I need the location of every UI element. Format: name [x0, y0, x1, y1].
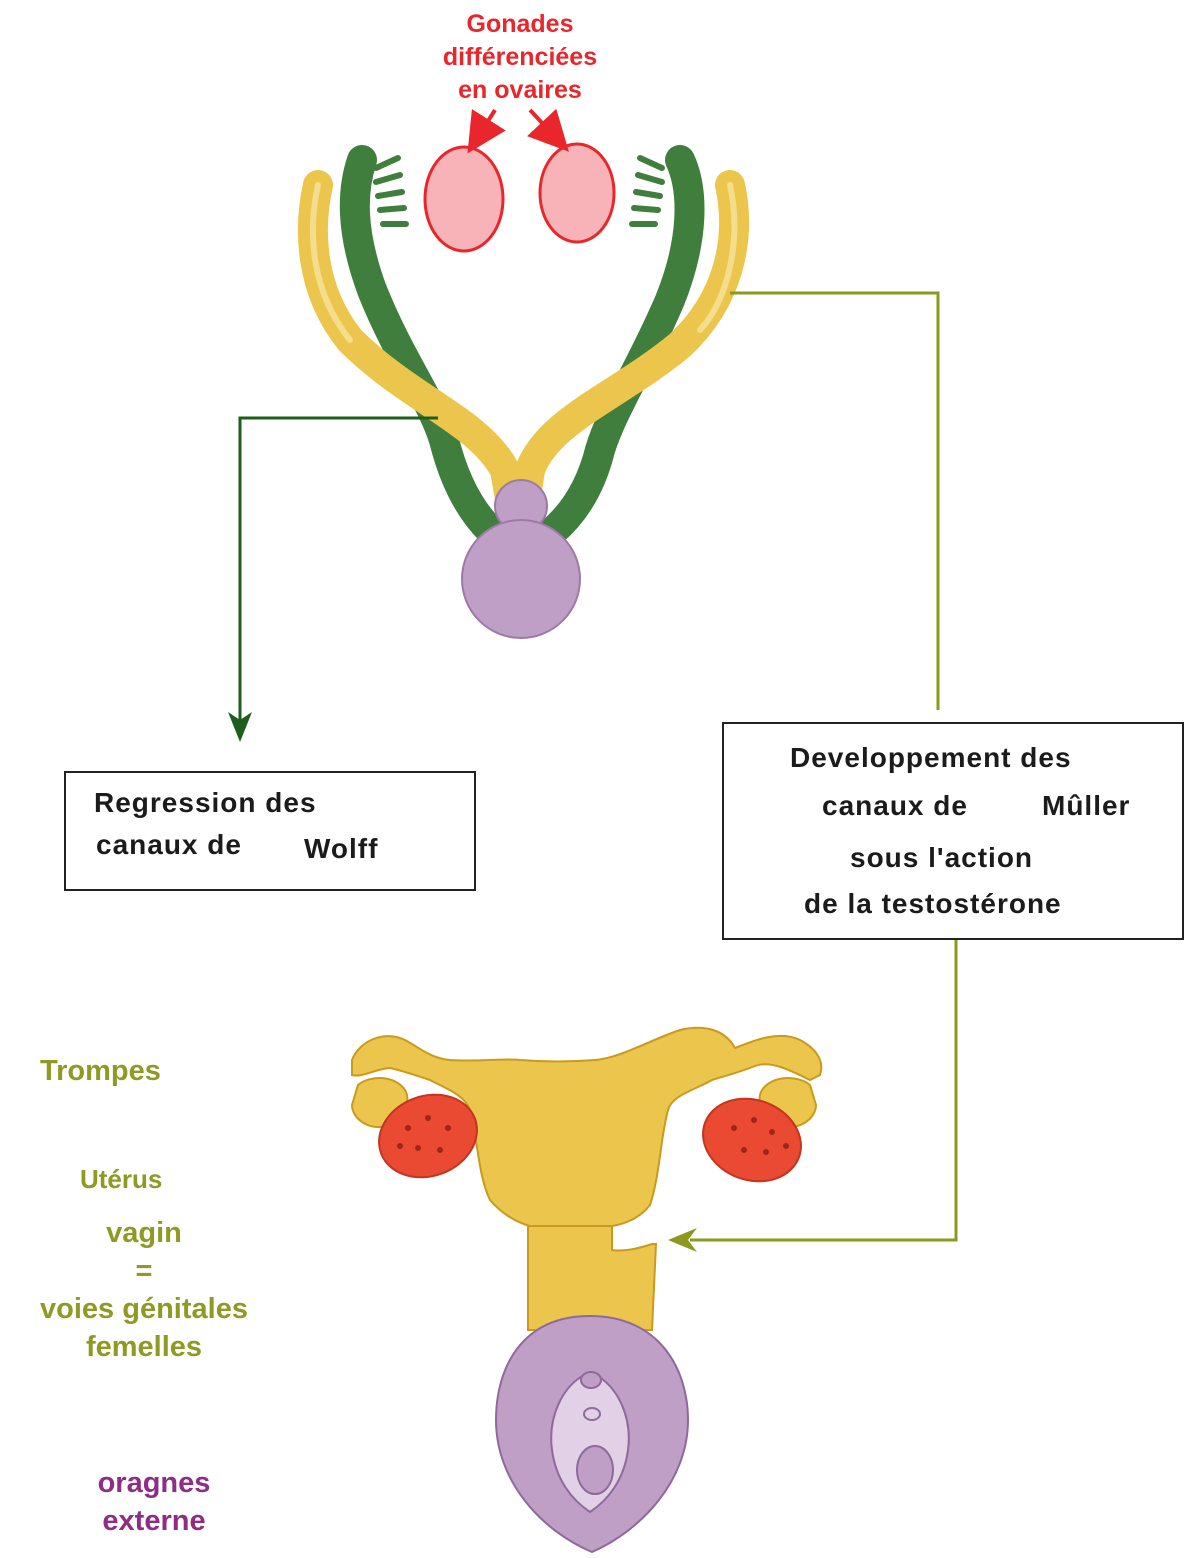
mullerian-ducts	[313, 185, 734, 510]
gonads-label: Gonades différenciées en ovaires	[420, 8, 620, 107]
gonads-label-line-2: différenciées	[420, 41, 620, 74]
uterus-label: Utérus	[80, 1160, 162, 1198]
muller-box-line-2a: canaux de	[822, 790, 968, 822]
gonads-label-line-1: Gonades	[420, 8, 620, 41]
muller-development-box: Developpement des canaux de Mûller sous …	[722, 722, 1184, 940]
muller-box-line-3: sous l'action	[850, 842, 1033, 874]
muller-box-line-4: de la testostérone	[804, 888, 1062, 920]
external-organs-line-1: oragnes	[60, 1464, 248, 1502]
muller-development-connector	[730, 293, 938, 710]
gonad-pointer-arrows	[476, 110, 558, 140]
muller-box-line-1: Developpement des	[790, 742, 1072, 774]
external-organs-label: oragnes externe	[60, 1464, 248, 1540]
vagin-label-line-3: voies génitales	[6, 1290, 282, 1328]
vagin-label: vagin = voies génitales femelles	[6, 1214, 282, 1366]
external-organs-line-2: externe	[60, 1502, 248, 1540]
vagin-label-line-2: =	[6, 1252, 282, 1290]
female-reproductive-tract	[352, 1028, 821, 1552]
gonads	[425, 144, 614, 251]
muller-box-line-2b: Mûller	[1042, 790, 1130, 822]
trompes-label: Trompes	[40, 1052, 161, 1090]
wolff-regression-box: Regression des canaux de Wolff	[64, 771, 476, 891]
right-gonad	[540, 144, 614, 242]
wolff-box-line-2b: Wolff	[304, 833, 378, 865]
vagin-label-line-4: femelles	[6, 1328, 282, 1366]
wolff-box-line-1: Regression des	[94, 787, 317, 819]
wolff-box-line-2a: canaux de	[96, 829, 242, 861]
vagin-label-line-1: vagin	[6, 1214, 282, 1252]
wolff-regression-arrow	[228, 418, 438, 742]
gonads-label-line-3: en ovaires	[420, 74, 620, 107]
left-gonad	[425, 147, 503, 251]
